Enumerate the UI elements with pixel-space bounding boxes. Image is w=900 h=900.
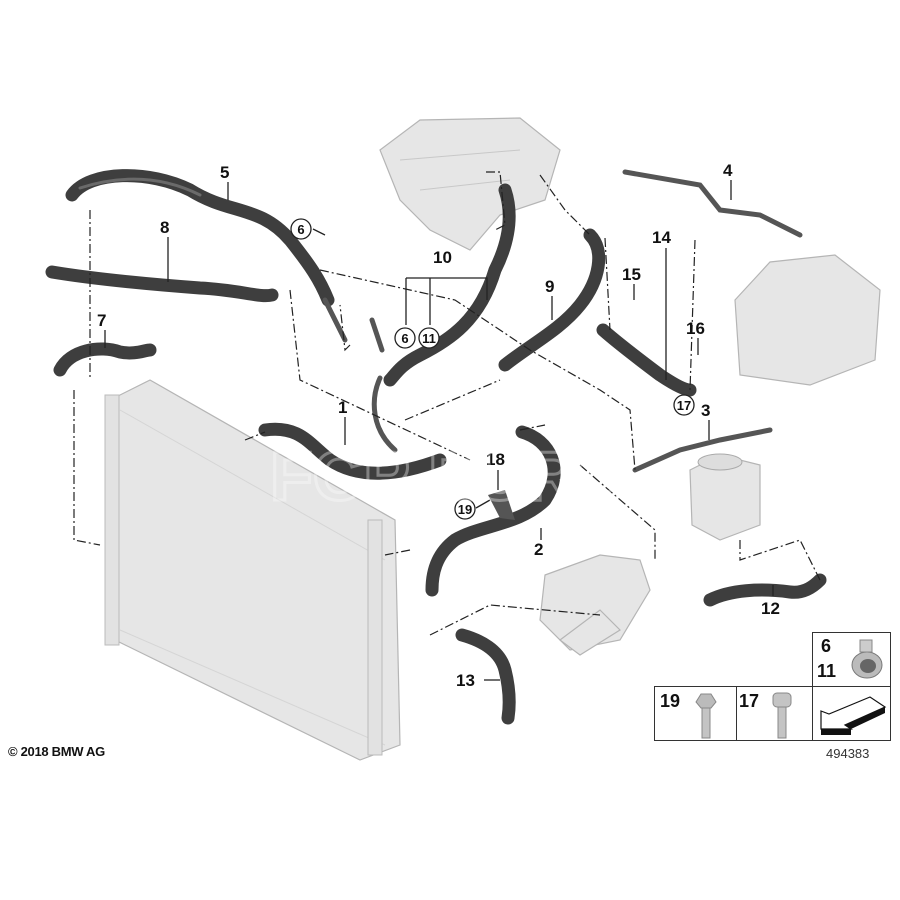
callout-7: 7 bbox=[97, 311, 106, 330]
callout-10: 10 bbox=[433, 248, 452, 267]
callout-16: 16 bbox=[686, 319, 705, 338]
callout-14: 14 bbox=[652, 228, 671, 247]
callout-11-circled: 11 bbox=[422, 331, 436, 346]
line-3 bbox=[632, 427, 773, 473]
callouts: 5 8 7 10 9 14 15 16 4 3 1 18 2 12 13 6 6… bbox=[97, 161, 780, 690]
callout-4: 4 bbox=[723, 161, 733, 180]
legend-arrow-cell bbox=[812, 686, 891, 741]
hose-clamp-icon bbox=[851, 639, 883, 679]
callout-12: 12 bbox=[761, 599, 780, 618]
hose-2 bbox=[425, 425, 561, 597]
hose-9 bbox=[498, 228, 606, 372]
callout-15: 15 bbox=[622, 265, 641, 284]
expansion-tank-lower bbox=[689, 453, 761, 541]
view-direction-arrow-icon bbox=[820, 696, 887, 735]
callout-19-circled: 19 bbox=[458, 502, 472, 517]
line-4 bbox=[622, 169, 803, 238]
legend-bolt-19-label: 19 bbox=[660, 691, 681, 711]
connection-lines bbox=[73, 171, 821, 636]
hose-7 bbox=[53, 342, 157, 377]
legend-bolt-17-label: 17 bbox=[739, 691, 760, 711]
expansion-tank-upper bbox=[734, 254, 881, 386]
hose-5 bbox=[65, 169, 335, 307]
diagram-number: 494383 bbox=[826, 746, 870, 761]
callout-3: 3 bbox=[701, 401, 710, 420]
leader-lines bbox=[104, 180, 774, 681]
engine-block bbox=[379, 117, 561, 251]
callout-2: 2 bbox=[534, 540, 543, 559]
hose-14 bbox=[596, 323, 697, 397]
callout-17-circled: 17 bbox=[677, 398, 691, 413]
fcp-euro-watermark: FCP EURO bbox=[269, 436, 632, 517]
legend-clamp-label-6: 6 bbox=[821, 636, 832, 656]
legend-clamp-label-11: 11 bbox=[817, 661, 837, 681]
callout-1: 1 bbox=[338, 398, 347, 417]
bolt-icon bbox=[695, 693, 717, 739]
callout-9: 9 bbox=[545, 277, 554, 296]
bracket-18 bbox=[488, 490, 515, 520]
legend-clamp-cell: 6 11 bbox=[812, 632, 891, 687]
callout-13: 13 bbox=[456, 671, 475, 690]
legend-bolt-19-cell: 19 bbox=[654, 686, 737, 741]
callout-5: 5 bbox=[220, 163, 229, 182]
callout-18: 18 bbox=[486, 450, 505, 469]
callout-6-circled: 6 bbox=[297, 222, 304, 237]
callout-6-circled-2: 6 bbox=[401, 331, 408, 346]
water-pump bbox=[539, 554, 651, 656]
hose-12 bbox=[703, 573, 827, 607]
screw-icon bbox=[772, 692, 792, 739]
radiator bbox=[104, 379, 401, 761]
callout-8: 8 bbox=[160, 218, 169, 237]
copyright-notice: © 2018 BMW AG bbox=[8, 744, 105, 759]
hose-8 bbox=[45, 265, 279, 303]
watermark-text: FCP EURO bbox=[270, 437, 630, 515]
legend-bolt-17-cell: 17 bbox=[736, 686, 813, 741]
hose-13 bbox=[455, 628, 516, 725]
